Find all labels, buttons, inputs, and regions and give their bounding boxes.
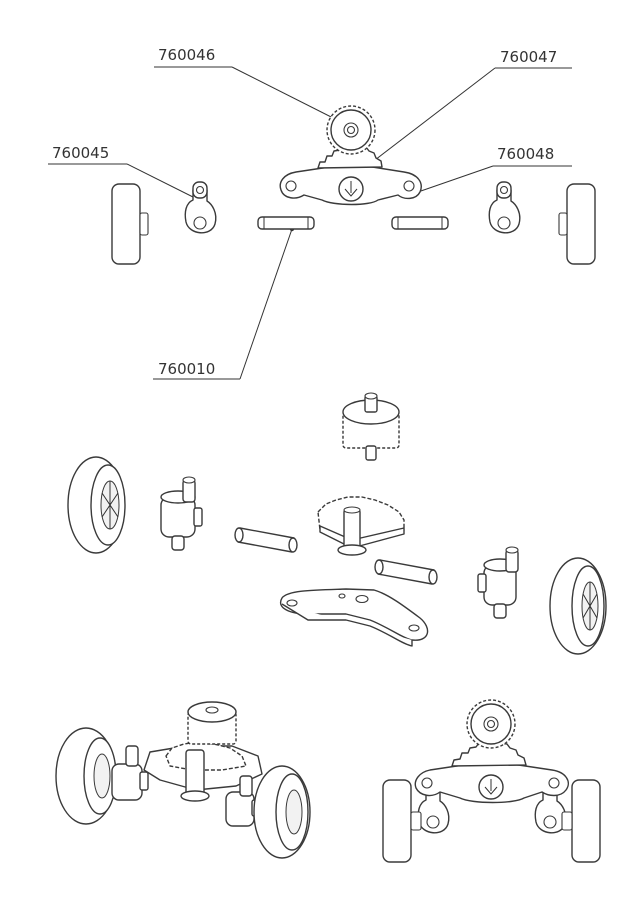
pin-left-3d [234,527,298,553]
assembled-top-plate [414,739,570,804]
knuckle-left-3d [160,476,203,551]
assembled-pinion-gear [187,701,237,745]
assembled-top-wheel-left [382,779,412,863]
label-760010: 760010 [158,360,215,378]
link-plate-3d [279,588,429,647]
label-760046-group: 760046 [154,46,350,128]
knuckle-right-3d [477,546,519,619]
assembled-3d-view [55,701,311,859]
assembled-wheel-right [253,765,311,859]
steering-plate-flat [279,142,422,206]
wheel-right-flat [558,183,596,265]
pinion-gear-3d [342,392,400,461]
wheel-right-3d [549,557,607,655]
label-760047: 760047 [500,48,557,66]
label-760046: 760046 [158,46,215,64]
assembled-knuckle-left [111,745,149,801]
exploded-flat-view: 760046 760047 760045 760048 760010 [48,46,596,380]
label-760010-group: 760010 [153,226,295,380]
pin-left-flat [257,216,315,230]
label-760048: 760048 [497,145,554,163]
knuckle-right-flat [488,181,521,234]
wheel-left-flat [111,183,149,265]
label-760045: 760045 [52,144,109,162]
pinion-gear-flat [326,105,376,155]
assembled-top-pinion-gear [466,699,516,749]
assembled-wheel-left [55,727,117,825]
label-760048-group: 760048 [415,145,572,195]
wheel-left-3d [67,456,126,554]
assembled-plate [143,741,263,802]
pin-right-3d [374,559,438,585]
exploded-3d-view [67,392,607,655]
assembled-top-view [382,699,601,863]
label-760047-group: 760047 [372,48,572,163]
assembled-top-wheel-right [571,779,601,863]
sector-gear-3d [317,496,405,556]
pin-right-flat [391,216,449,230]
knuckle-left-flat [184,181,217,234]
